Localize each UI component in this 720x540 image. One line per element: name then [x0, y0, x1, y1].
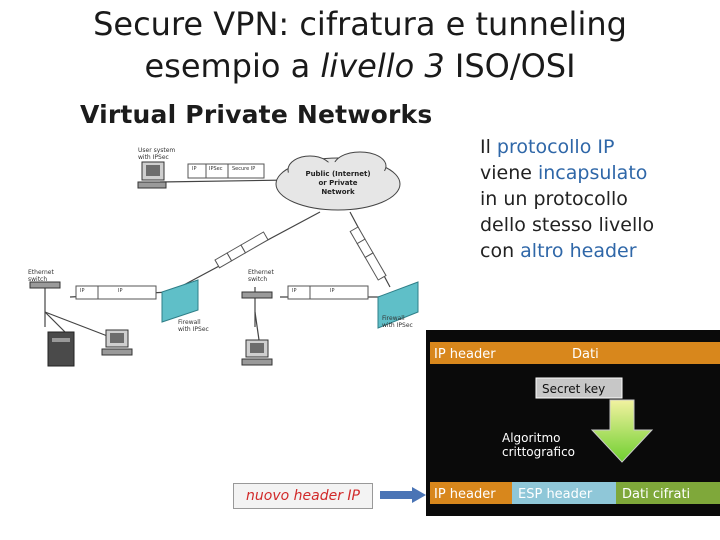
top-packet-ip: IP: [192, 166, 197, 172]
secret-key-label: Secret key: [542, 382, 605, 396]
cloud-label-2: or Private: [318, 179, 357, 187]
right-firewall-icon: [377, 281, 419, 329]
dati-cifrati-box: [616, 482, 720, 504]
left-packet-payload: IP: [118, 288, 123, 294]
left-switch-label-2: switch: [28, 276, 47, 283]
mid-switch-label-2: switch: [248, 276, 267, 283]
right-arrow-icon: [380, 487, 426, 503]
top-packet-payload: Secure IP: [232, 166, 255, 172]
left-fw-label-2: with IPSec: [178, 326, 209, 333]
row2-esp-header: ESP header: [518, 487, 593, 502]
explanation-line-4: dello stesso livello: [480, 214, 655, 236]
dati-box: [512, 342, 720, 364]
right-tunnel-packets: [349, 226, 387, 281]
ip-header-box: [430, 342, 512, 364]
algo-line-2: crittografico: [502, 445, 575, 459]
down-arrow-icon: [590, 399, 654, 463]
title-text-end: ISO/OSI: [444, 47, 576, 84]
cloud-icon: [275, 151, 401, 211]
title-text: esempio a: [144, 47, 321, 84]
new-ip-header-callout: nuovo header IP: [233, 483, 373, 509]
row2-ip-header-box: [430, 482, 512, 504]
right-fw-label-2: with IPSec: [382, 322, 413, 329]
algo-line-1: Algoritmo: [502, 431, 561, 445]
row2-ip-header: IP header: [434, 487, 496, 502]
highlight-protocol-ip: protocollo IP: [496, 136, 615, 158]
top-packet: IP IPSec Secure IP: [187, 163, 265, 179]
cloud-label-1: Public (Internet): [305, 170, 370, 178]
text-fragment: viene: [480, 162, 538, 184]
row1-ip-header: IP header: [434, 347, 496, 362]
explanation-line-5: con altro header: [480, 238, 710, 264]
title-emphasis: livello 3: [320, 47, 445, 84]
mid-switch-icon: [241, 291, 273, 299]
cloud-label-3: Network: [321, 188, 355, 196]
right-fw-label-1: Firewall: [382, 315, 405, 322]
slide-title-line1: Secure VPN: cifratura e tunneling: [93, 5, 627, 43]
left-firewall-icon: [161, 279, 199, 323]
user-label-2: with IPSec: [138, 154, 169, 161]
text-fragment: Il: [480, 136, 497, 158]
vpn-network-diagram: User system with IPSec IP IPSec Secure I…: [28, 147, 419, 367]
slide-title-line2: esempio a livello 3 ISO/OSI: [0, 46, 720, 84]
left-switch-label-1: Ethernet: [28, 269, 54, 276]
secret-key-box: [535, 377, 623, 399]
highlight-other-header: altro header: [520, 240, 637, 262]
left-fw-label-1: Firewall: [178, 319, 201, 326]
text-fragment: con: [480, 240, 521, 262]
user-label-1: User system: [138, 147, 175, 154]
top-packet-ipsec: IPSec: [209, 166, 223, 172]
left-server-icon: [47, 331, 75, 367]
explanation-line-1: Il protocollo IP: [480, 134, 710, 160]
explanation-text: Il protocollo IP viene incapsulato in un…: [480, 134, 710, 264]
highlight-encapsulated: incapsulato: [537, 162, 648, 184]
left-packet: IP IP: [75, 285, 157, 300]
mid-switch-label-1: Ethernet: [248, 269, 274, 276]
row1-dati: Dati: [572, 347, 599, 362]
diagram-heading: Virtual Private Networks: [80, 100, 433, 129]
left-switch-icon: [29, 281, 61, 289]
left-packet-ip: IP: [80, 288, 85, 294]
esp-header-box: [512, 482, 616, 504]
encryption-photo: IP header Dati Secret key Algoritmo crit…: [426, 330, 720, 516]
explanation-line-2: viene incapsulato: [480, 160, 710, 186]
explanation-line-3: in un protocollo: [480, 188, 628, 210]
mid-computer-icon: [241, 339, 273, 366]
mid-packet-payload: IP: [330, 288, 335, 294]
left-tunnel-packets: [214, 231, 269, 269]
row2-dati-cifrati: Dati cifrati: [622, 487, 690, 502]
left-computer-icon: [101, 329, 133, 356]
user-computer-icon: [137, 161, 167, 189]
mid-packet-ip: IP: [292, 288, 297, 294]
mid-packet: IP IP: [287, 285, 369, 300]
